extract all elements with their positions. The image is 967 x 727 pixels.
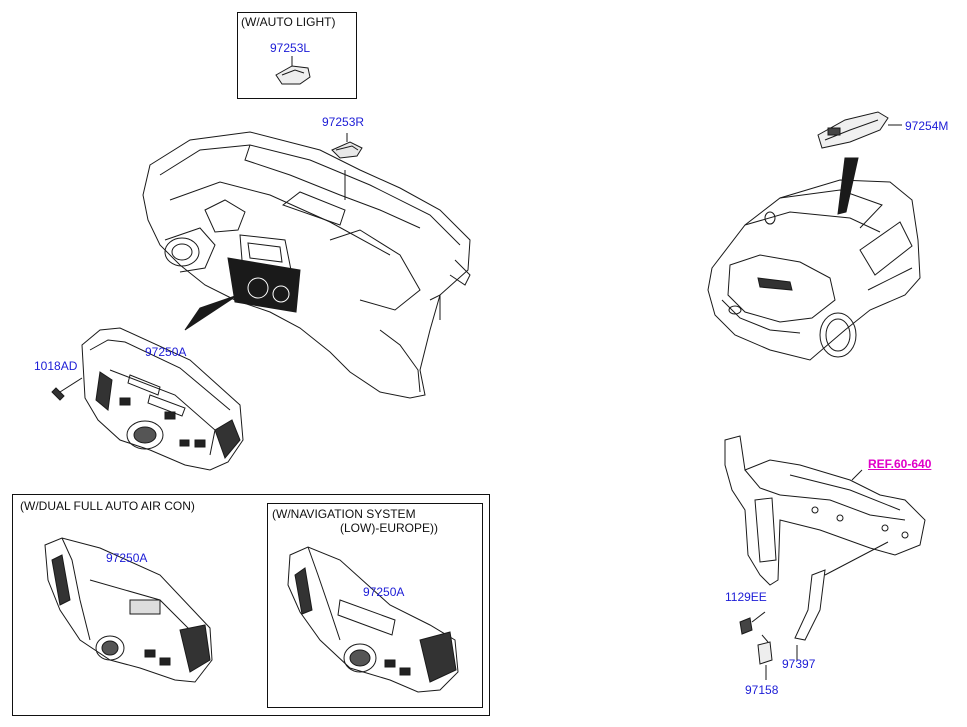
- car-drawing: [707, 157, 921, 361]
- auto-light-sensor-drawing: [275, 56, 311, 85]
- auto-light-box: [237, 12, 357, 99]
- part-label-97250A-nav[interactable]: 97250A: [363, 585, 405, 599]
- part-label-1129EE[interactable]: 1129EE: [725, 590, 767, 604]
- part-label-97158[interactable]: 97158: [745, 683, 779, 697]
- navigation-title-line1: (W/NAVIGATION SYSTEM: [272, 507, 416, 521]
- control-panel-main-drawing: [51, 327, 244, 471]
- part-label-97254M[interactable]: 97254M: [905, 119, 949, 133]
- control-panel-nav-drawing: [287, 546, 459, 693]
- part-label-97253R[interactable]: 97253R: [322, 115, 365, 129]
- part-label-97253L[interactable]: 97253L: [270, 41, 311, 55]
- part-label-97250A-main[interactable]: 97250A: [145, 345, 187, 359]
- part-label-97250A-dual[interactable]: 97250A: [106, 551, 148, 565]
- auto-light-title: (W/AUTO LIGHT): [241, 15, 336, 29]
- part-label-1018AD[interactable]: 1018AD: [34, 359, 78, 373]
- reference-link[interactable]: REF.60-640: [868, 457, 932, 471]
- photo-sensor-right-drawing: [331, 133, 363, 159]
- part-label-97397[interactable]: 97397: [782, 657, 816, 671]
- dashboard-drawing: [142, 131, 471, 399]
- navigation-box: [267, 503, 483, 708]
- navigation-title-line2: (LOW)-EUROPE)): [340, 521, 438, 535]
- front-frame-drawing: [724, 435, 926, 680]
- dual-air-box: [12, 494, 490, 716]
- control-panel-dual-drawing: [44, 537, 213, 683]
- sensor-bracket-drawing: [817, 111, 902, 149]
- dual-air-title: (W/DUAL FULL AUTO AIR CON): [20, 499, 195, 513]
